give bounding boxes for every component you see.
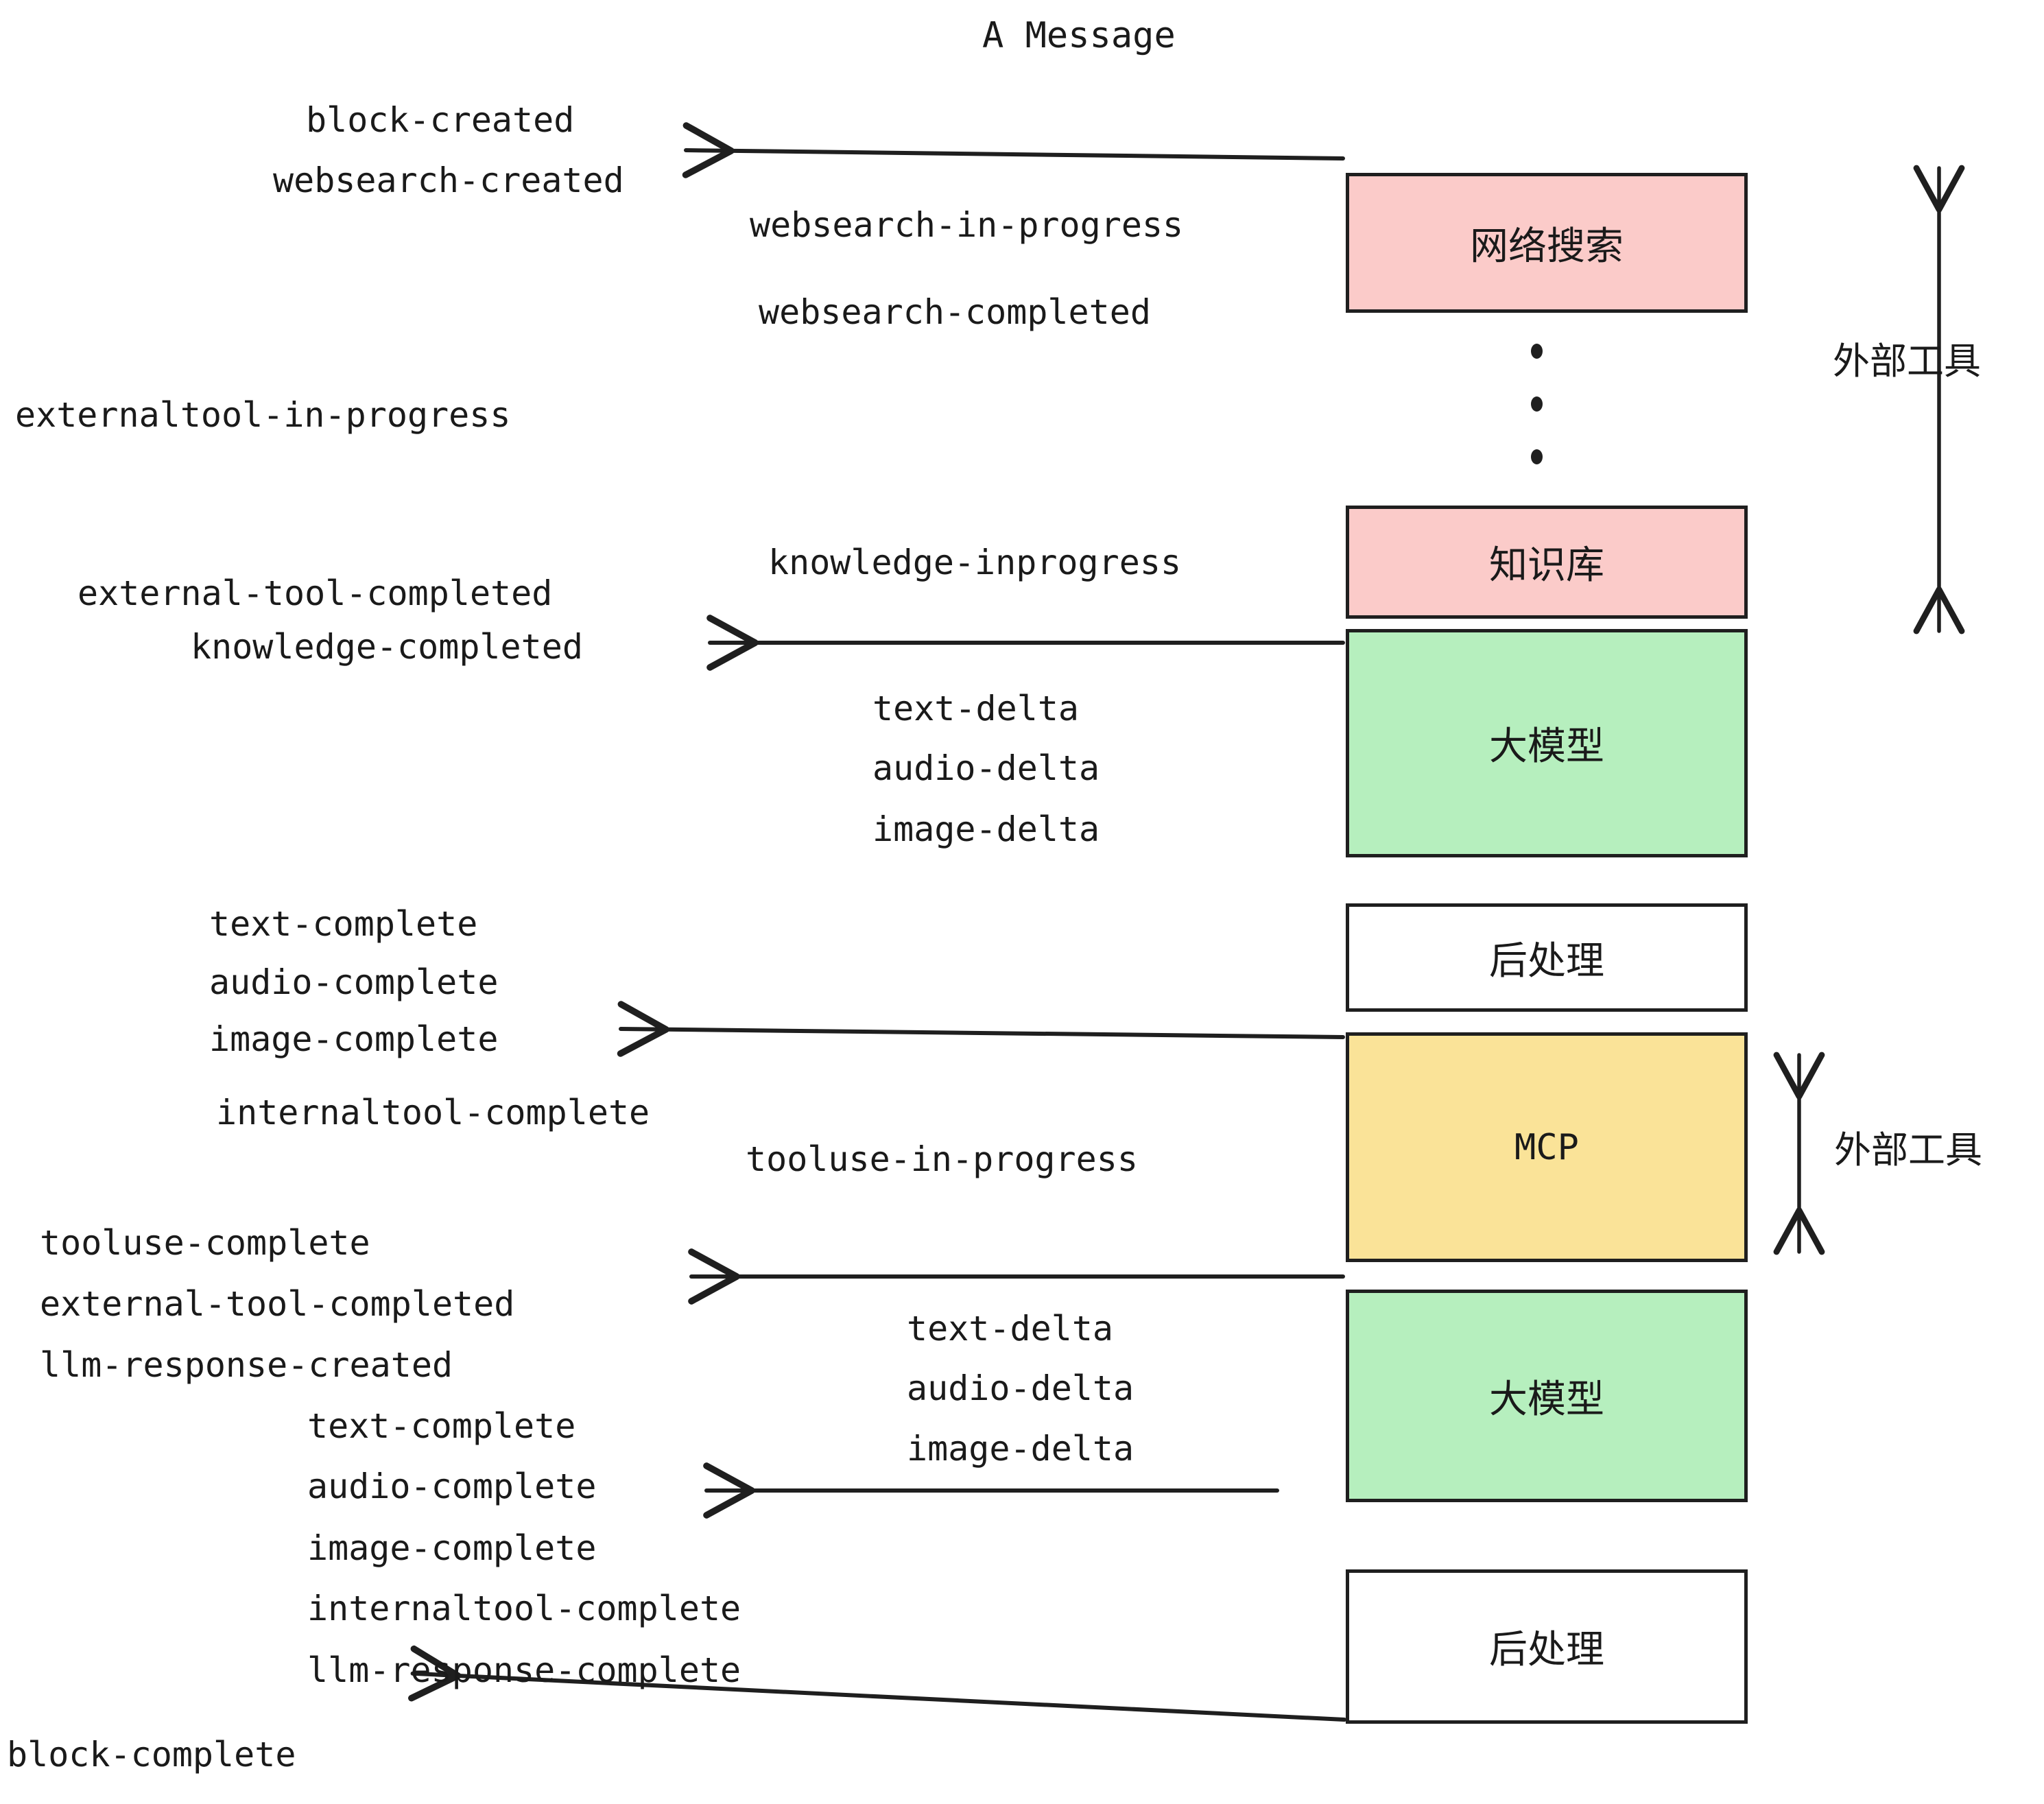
event-label-external-tool-completed-1: external-tool-completed — [78, 573, 553, 613]
node-label: 后处理 — [1489, 938, 1604, 984]
event-label-block-complete: block-complete — [7, 1735, 296, 1775]
node-llm-1[interactable]: 大模型 — [1346, 629, 1748, 857]
event-label-image-complete-1: image-complete — [209, 1019, 499, 1059]
node-web-search[interactable]: 网络搜索 — [1346, 173, 1748, 313]
event-label-llm-response-complete: llm-response-complete — [307, 1650, 741, 1690]
page-title: A Message — [982, 15, 1176, 56]
node-post-process-1[interactable]: 后处理 — [1346, 903, 1748, 1012]
ellipsis-dot — [1531, 449, 1543, 464]
node-label: 大模型 — [1489, 724, 1604, 769]
arrow-postprocess-to-block-complete-line — [412, 1761, 1346, 1762]
event-label-llm-response-created: llm-response-created — [40, 1345, 453, 1385]
event-label-internaltool-complete-2: internaltool-complete — [307, 1589, 741, 1628]
event-label-audio-delta-2: audio-delta — [907, 1368, 1134, 1408]
ellipsis-dot — [1531, 344, 1543, 359]
node-knowledge-base[interactable]: 知识库 — [1346, 506, 1748, 619]
event-label-audio-complete-1: audio-complete — [209, 962, 499, 1002]
event-label-image-delta-2: image-delta — [907, 1429, 1134, 1469]
side-note-external-tool-top: 外部工具 — [1833, 340, 1981, 383]
event-label-text-complete-2: text-complete — [307, 1406, 576, 1446]
event-label-externaltool-in-progress: externaltool-in-progress — [15, 395, 511, 435]
node-label: MCP — [1514, 1126, 1579, 1168]
event-label-knowledge-inprogress: knowledge-inprogress — [768, 543, 1182, 582]
event-label-tooluse-in-progress: tooluse-in-progress — [746, 1139, 1138, 1179]
event-label-audio-delta-1: audio-delta — [872, 748, 1100, 788]
arrow-postprocess-to-image-complete — [617, 1001, 1345, 1057]
node-label: 知识库 — [1489, 543, 1604, 588]
side-note-external-tool-bottom: 外部工具 — [1834, 1128, 1982, 1172]
event-label-websearch-completed: websearch-completed — [759, 292, 1151, 332]
event-label-external-tool-completed-2: external-tool-completed — [40, 1284, 515, 1324]
event-label-text-delta-1: text-delta — [872, 689, 1080, 728]
event-label-audio-complete-2: audio-complete — [307, 1467, 597, 1506]
event-label-image-complete-2: image-complete — [307, 1528, 597, 1568]
event-label-internaltool-complete-1: internaltool-complete — [216, 1093, 650, 1132]
node-mcp[interactable]: MCP — [1346, 1032, 1748, 1262]
ellipsis-dot — [1531, 396, 1543, 412]
event-label-block-created: block-created — [306, 100, 575, 140]
event-label-text-complete-1: text-complete — [209, 904, 478, 944]
node-label: 网络搜索 — [1470, 224, 1624, 269]
event-label-image-delta-1: image-delta — [872, 809, 1100, 849]
node-post-process-2[interactable]: 后处理 — [1346, 1569, 1748, 1724]
arrow-websearch-to-created — [682, 122, 1345, 178]
event-label-text-delta-2: text-delta — [907, 1309, 1114, 1349]
node-llm-2[interactable]: 大模型 — [1346, 1290, 1748, 1502]
event-label-websearch-in-progress: websearch-in-progress — [750, 205, 1184, 245]
event-label-knowledge-completed: knowledge-completed — [191, 627, 583, 667]
node-label: 大模型 — [1489, 1377, 1604, 1422]
event-label-websearch-created: websearch-created — [273, 161, 624, 200]
event-label-tooluse-complete: tooluse-complete — [40, 1223, 370, 1263]
node-label: 后处理 — [1489, 1628, 1604, 1672]
